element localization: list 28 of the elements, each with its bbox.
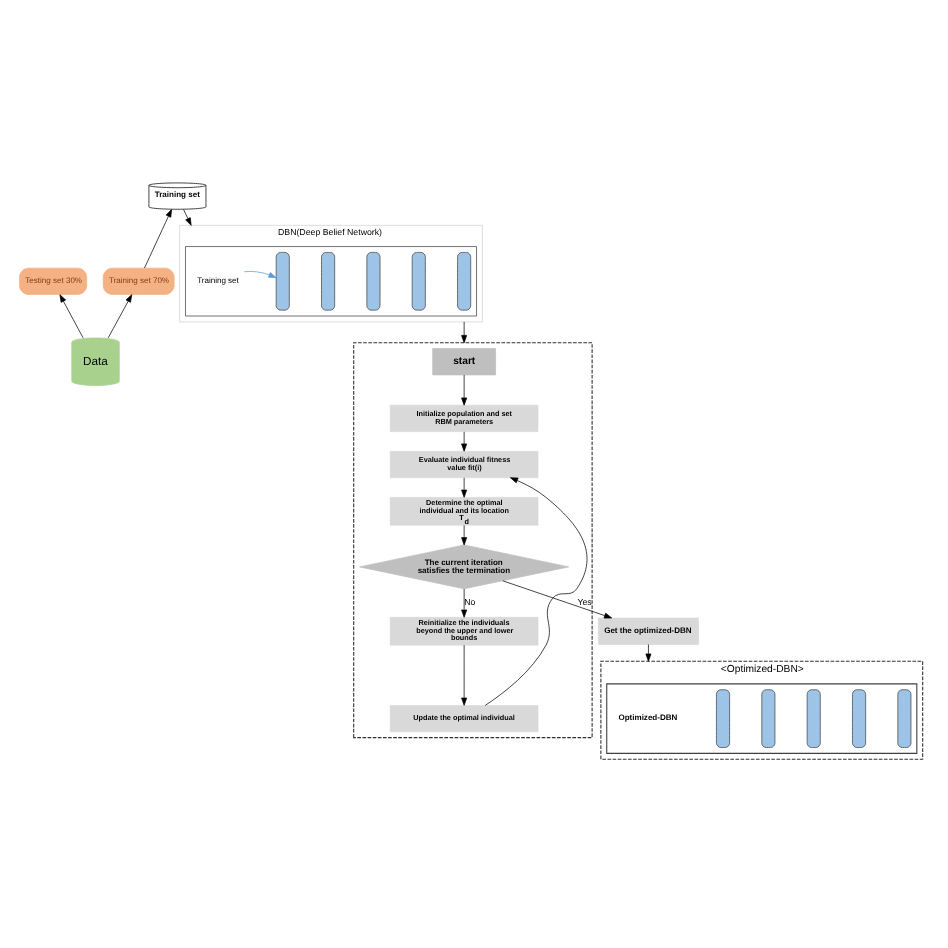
node-bar: [366, 252, 381, 311]
node-bar: [411, 252, 426, 311]
cluster: [353, 342, 593, 739]
arrow: [502, 580, 613, 619]
arrow: [461, 321, 468, 344]
node-bar: [457, 252, 472, 311]
node-bar: [806, 689, 821, 748]
arrow: [461, 374, 468, 406]
node-bar: [321, 252, 336, 311]
arrow: [461, 477, 468, 498]
arrow: [461, 525, 468, 546]
arrow: [59, 294, 84, 339]
arrow: [183, 209, 192, 226]
cluster: [185, 246, 477, 317]
arrow: [461, 588, 468, 618]
node-bar: [716, 689, 730, 748]
node-bar: [897, 689, 912, 748]
node-bar: [761, 689, 776, 748]
cluster: [606, 683, 918, 754]
arrow: [461, 431, 468, 452]
arrow: [144, 209, 172, 269]
arrow: [484, 477, 588, 706]
node-bar: [275, 252, 290, 311]
arrow: [645, 644, 652, 662]
node-bar: [852, 689, 866, 748]
arrow: [107, 294, 133, 339]
arrow: [461, 644, 468, 706]
arrow: [243, 271, 277, 279]
